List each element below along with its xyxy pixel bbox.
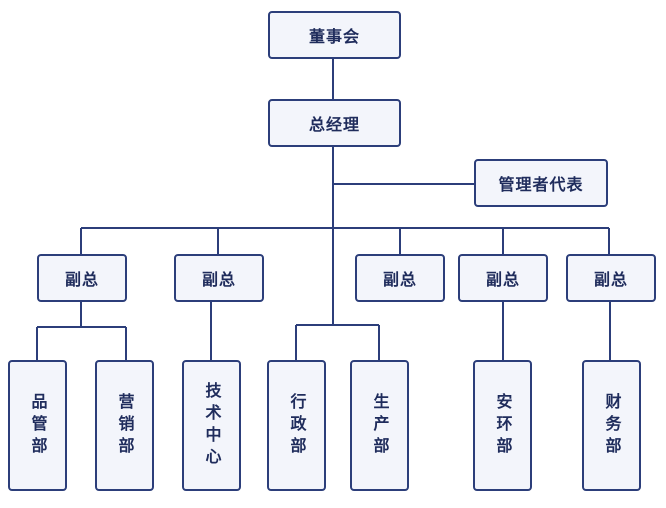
vp-box-5: 副总 <box>566 254 656 302</box>
vp-box-2: 副总 <box>174 254 264 302</box>
board-box: 董事会 <box>268 11 401 59</box>
vp-box-4: 副总 <box>458 254 548 302</box>
dept-admin-box: 行政部 <box>267 360 326 491</box>
dept-finance-box: 财务部 <box>582 360 641 491</box>
dept-marketing-box: 营销部 <box>95 360 154 491</box>
vp-box-3: 副总 <box>355 254 445 302</box>
dept-quality-box: 品管部 <box>8 360 67 491</box>
vp-box-1: 副总 <box>37 254 127 302</box>
dept-production-box: 生产部 <box>350 360 409 491</box>
dept-tech-box: 技术中心 <box>182 360 241 491</box>
ceo-box: 总经理 <box>268 99 401 147</box>
mgmt-rep-box: 管理者代表 <box>474 159 608 207</box>
dept-safety-env-box: 安环部 <box>473 360 532 491</box>
